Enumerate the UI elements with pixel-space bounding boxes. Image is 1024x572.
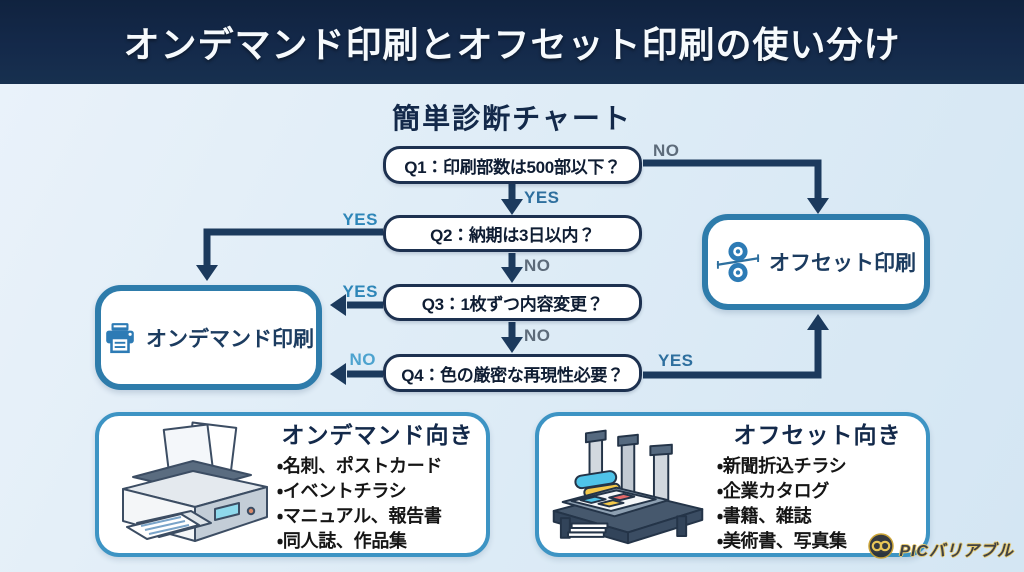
question-label-q2: Q2：納期は3日以内？: [430, 226, 595, 245]
question-box-q1: Q1：印刷部数は500部以下？: [383, 146, 642, 184]
list-item: ・書籍、雑誌: [717, 505, 812, 526]
edge-label-q1-no: NO: [653, 141, 680, 160]
brand-logo-icon: [868, 533, 895, 564]
inkjet-printer-illustration: [99, 419, 277, 551]
list-item: ・新聞折込チラシ: [717, 455, 847, 476]
list-item: ・名刺、ポストカード: [277, 455, 443, 476]
question-label-q4: Q4：色の厳密な再現性必要？: [401, 365, 624, 385]
question-label-q1: Q1：印刷部数は500部以下？: [404, 157, 621, 177]
result-label-ondemand: オンデマンド印刷: [146, 327, 314, 351]
recommendation-body-ondemand: オンデマンド向き ・名刺、ポストカード ・イベントチラシ ・マニュアル、報告書 …: [277, 416, 486, 554]
recommendation-body-offset: オフセット向き ・新聞折込チラシ ・企業カタログ ・書籍、雑誌 ・美術書、写真集: [717, 416, 926, 554]
list-item: ・企業カタログ: [717, 480, 830, 501]
result-label-offset: オフセット印刷: [769, 252, 916, 275]
list-item: ・イベントチラシ: [277, 480, 407, 501]
question-box-q3: Q3：1枚ずつ内容変更？: [383, 284, 642, 321]
arrow-q1-no: [643, 159, 829, 214]
question-label-q3: Q3：1枚ずつ内容変更？: [421, 295, 604, 314]
watermark: PICバリアブル: [868, 533, 1014, 564]
list-item: ・同人誌、作品集: [277, 530, 407, 551]
edge-label-q4-yes: YES: [658, 351, 694, 370]
edge-label-q1-yes: YES: [524, 188, 560, 207]
question-box-q4: Q4：色の厳密な再現性必要？: [383, 354, 642, 392]
recommendation-title-ondemand: オンデマンド向き: [281, 421, 474, 448]
list-item: ・美術書、写真集: [717, 530, 847, 551]
recommendation-card-ondemand: オンデマンド向き ・名刺、ポストカード ・イベントチラシ ・マニュアル、報告書 …: [95, 412, 490, 557]
recommendation-list-offset: ・新聞折込チラシ ・企業カタログ ・書籍、雑誌 ・美術書、写真集: [717, 454, 918, 554]
arrow-q2-yes: [196, 228, 383, 281]
list-item: ・マニュアル、報告書: [277, 505, 442, 526]
chart-title: 簡単診断チャート: [392, 103, 632, 134]
recommendation-list-ondemand: ・名刺、ポストカード ・イベントチラシ ・マニュアル、報告書 ・同人誌、作品集: [277, 454, 478, 554]
page-title: オンデマンド印刷とオフセット印刷の使い分け: [123, 24, 901, 65]
edge-label-q3-no: NO: [524, 326, 551, 345]
result-box-offset: オフセット印刷: [702, 214, 930, 310]
arrow-q3-no: [501, 322, 523, 353]
header-bar: オンデマンド印刷とオフセット印刷の使い分け: [0, 0, 1024, 84]
edge-label-q3-yes: YES: [342, 282, 378, 301]
printer-icon: [103, 321, 137, 355]
question-box-q2: Q2：納期は3日以内？: [383, 215, 642, 252]
result-box-ondemand: オンデマンド印刷: [95, 285, 322, 390]
recommendation-title-offset: オフセット向き: [733, 421, 902, 448]
edge-label-q4-no: NO: [349, 350, 376, 369]
recommendation-card-offset: オフセット向き ・新聞折込チラシ ・企業カタログ ・書籍、雑誌 ・美術書、写真集: [535, 412, 930, 557]
arrow-q1-yes: [501, 184, 523, 215]
arrow-q2-no: [501, 253, 523, 283]
edge-label-q2-yes: YES: [342, 210, 378, 229]
offset-roller-icon: [716, 240, 760, 284]
edge-label-q2-no: NO: [524, 256, 551, 275]
offset-press-illustration: [539, 417, 717, 553]
brand-name: PICバリアブル: [899, 542, 1014, 560]
